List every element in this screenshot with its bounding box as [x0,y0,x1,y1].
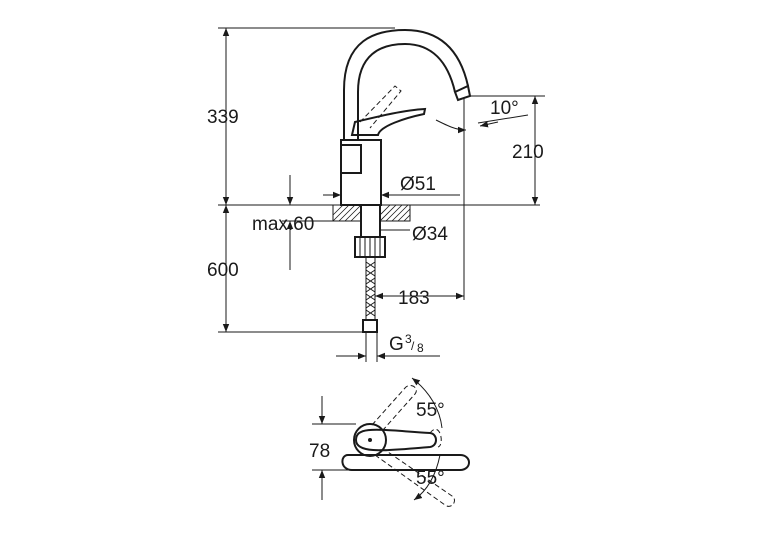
dim-thread-num: 3 [405,332,412,346]
dim-thread-g: G [389,334,404,355]
plan-body [353,423,387,457]
spout-inner [357,42,456,140]
plan-view: 55° 55° 78 [309,377,470,507]
hose-fitting [362,319,378,333]
spout-outer [343,28,469,140]
side-view: 339 210 10° Ø51 max.60 Ø34 600 183 [207,27,545,362]
lever [350,107,427,136]
dim-78: 78 [309,441,330,462]
dim-10-degree: 10° [490,98,519,119]
lever-open-position [359,85,402,129]
shank [360,204,381,238]
dim-183: 183 [398,288,430,309]
plan-base [341,454,470,471]
spout-tip [453,84,472,102]
dim-210: 210 [512,142,544,163]
dim-thread-den: 8 [417,341,424,355]
counter-hatch-right [379,204,411,222]
counter-hatch-left [332,204,362,222]
dim-diameter-34: Ø34 [412,224,448,245]
dim-55-bottom: 55° [416,468,445,489]
dim-diameter-51: Ø51 [400,174,436,195]
dim-339: 339 [207,107,239,128]
body-recess [340,144,362,174]
svg-text:/: / [411,339,415,353]
dim-max-60: max.60 [252,214,314,235]
plan-lever-bottom-position [374,449,455,507]
plan-lever-top-position [371,385,417,431]
dim-600: 600 [207,260,239,281]
dim-55-top: 55° [416,400,445,421]
plan-lever [354,428,437,452]
